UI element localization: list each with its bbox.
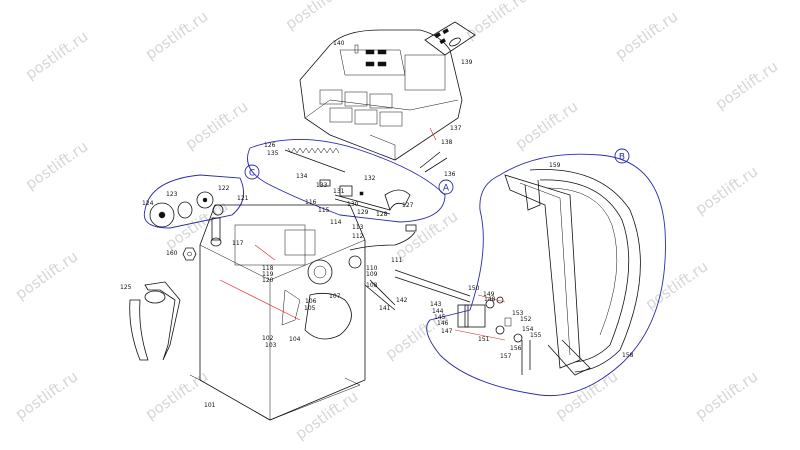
part-label-153: 153 — [512, 310, 524, 317]
display-detail — [354, 44, 359, 54]
part-label-110: 110 — [366, 265, 378, 272]
part-label-159: 159 — [549, 162, 561, 169]
callout-a: A — [438, 179, 454, 195]
assembly-callouts: A B C — [244, 148, 630, 195]
part-label-106: 106 — [305, 298, 317, 305]
part-label-136: 136 — [444, 171, 456, 178]
part-label-149: 149 — [483, 291, 495, 298]
part-label-160: 160 — [166, 250, 178, 257]
part-label-116: 116 — [305, 199, 317, 206]
part-label-121: 121 — [237, 195, 249, 202]
part-label-139: 139 — [461, 59, 473, 66]
watermark-text: postlift.ru — [12, 247, 81, 303]
part-label-140: 140 — [333, 40, 345, 47]
part-label-133: 133 — [316, 182, 328, 189]
part-label-105: 105 — [304, 305, 316, 312]
watermark-text: postlift.ru — [22, 137, 91, 193]
part-label-134: 134 — [296, 173, 308, 180]
watermark-text: postlift.ru — [512, 97, 581, 153]
callout-a-letter: A — [443, 184, 450, 194]
part-label-124: 124 — [142, 200, 154, 207]
part-label-142: 142 — [396, 297, 408, 304]
part-label-102: 102 — [262, 335, 274, 342]
part-label-156: 156 — [510, 345, 522, 352]
part-label-113: 113 — [352, 224, 364, 231]
part-label-108: 108 — [366, 282, 378, 289]
part-label-155: 155 — [530, 332, 542, 339]
part-label-143: 143 — [430, 301, 442, 308]
part-label-138: 138 — [441, 139, 453, 146]
watermark-text: postlift.ru — [692, 367, 761, 423]
part-label-114: 114 — [330, 219, 342, 226]
part-label-130: 130 — [347, 201, 359, 208]
watermark-text: postlift.ru — [642, 257, 711, 313]
part-number-labels: 1011021031041051061071081091101111121131… — [120, 40, 634, 409]
part-label-137: 137 — [450, 125, 462, 132]
shaft-assembly-a — [247, 139, 446, 223]
watermark-text: postlift.ru — [22, 27, 91, 83]
part-label-150: 150 — [468, 285, 480, 292]
part-label-120: 120 — [262, 277, 274, 284]
part-label-127: 127 — [402, 202, 414, 209]
part-label-132: 132 — [364, 175, 376, 182]
part-label-115: 115 — [318, 207, 330, 214]
part-label-131: 131 — [333, 188, 345, 195]
part-label-119: 119 — [262, 271, 274, 278]
part-label-129: 129 — [357, 209, 369, 216]
part-label-141: 141 — [379, 305, 391, 312]
part-label-147: 147 — [441, 328, 453, 335]
part-label-122: 122 — [218, 185, 230, 192]
part-label-117: 117 — [232, 240, 244, 247]
watermark-text: postlift.ru — [182, 97, 251, 153]
lever-shaft-142 — [394, 269, 531, 375]
part-label-145: 145 — [434, 314, 446, 321]
part-label-126: 126 — [264, 142, 276, 149]
screws-136-138 — [419, 127, 448, 173]
part-label-123: 123 — [166, 191, 178, 198]
part-label-104: 104 — [289, 336, 301, 343]
cable-111 — [349, 224, 417, 251]
nut-160 — [182, 247, 197, 261]
part-label-146: 146 — [437, 320, 449, 327]
watermark-text: postlift.ru — [12, 367, 81, 423]
part-label-118: 118 — [262, 265, 274, 272]
part-label-111: 111 — [391, 257, 403, 264]
part-label-152: 152 — [520, 316, 532, 323]
keypad-card — [424, 21, 476, 56]
watermark-text: postlift.ru — [392, 207, 461, 263]
part-label-109: 109 — [366, 271, 378, 278]
watermark-text: postlift.ru — [612, 7, 681, 63]
watermark-text: postlift.ru — [142, 7, 211, 63]
part-label-112: 112 — [352, 233, 364, 240]
callout-c: C — [244, 164, 260, 180]
watermark-text: postlift.ru — [292, 387, 361, 443]
watermark-text: postlift.ru — [552, 367, 621, 423]
part-label-154: 154 — [522, 326, 534, 333]
control-panel-unit — [299, 29, 463, 161]
part-label-128: 128 — [376, 211, 388, 218]
hood-arm-125 — [129, 281, 181, 361]
part-label-107: 107 — [329, 293, 341, 300]
part-label-125: 125 — [120, 284, 132, 291]
wheel-guard-assembly-b — [426, 153, 666, 397]
watermark-text: postlift.ru — [692, 162, 761, 218]
watermark-text: postlift.ru — [712, 57, 781, 113]
part-label-158: 158 — [622, 352, 634, 359]
callout-b-letter: B — [619, 153, 625, 163]
main-cabinet — [189, 204, 396, 421]
part-label-135: 135 — [267, 150, 279, 157]
callout-b: B — [614, 148, 630, 164]
callout-c-letter: C — [249, 169, 255, 179]
part-label-101: 101 — [204, 402, 216, 409]
watermark-text: postlift.ru — [282, 0, 351, 33]
part-label-148: 148 — [484, 296, 496, 303]
watermark-text: postlift.ru — [142, 367, 211, 423]
part-label-144: 144 — [432, 308, 444, 315]
part-label-151: 151 — [478, 336, 490, 343]
part-label-157: 157 — [500, 353, 512, 360]
part-label-103: 103 — [265, 342, 277, 349]
